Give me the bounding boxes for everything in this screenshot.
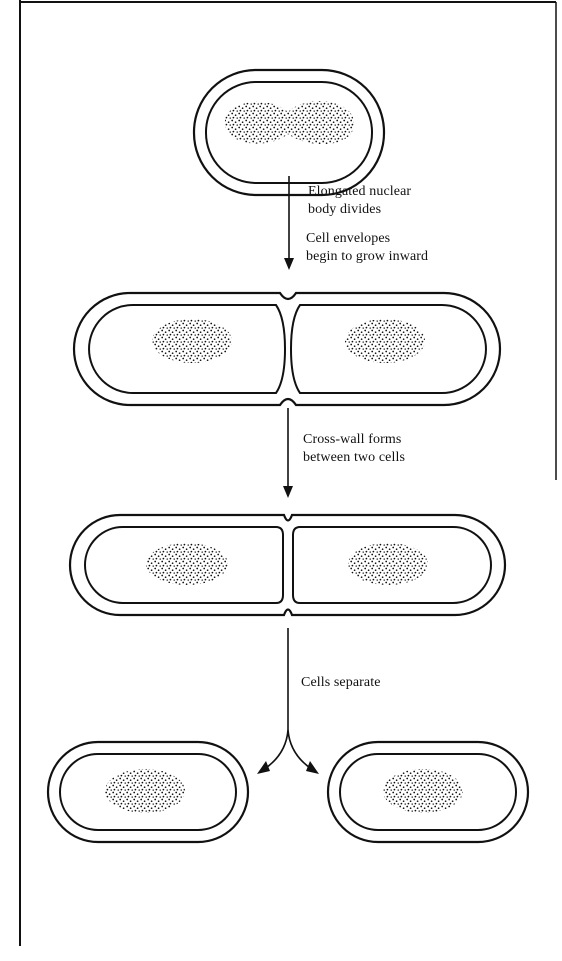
step-3-caption-line-2: between two cells xyxy=(303,449,405,467)
step-2-caption-line-1: Cell envelopes xyxy=(306,230,428,248)
stage-4-right-nucleus xyxy=(383,769,463,813)
step-2-caption-line-2: begin to grow inward xyxy=(306,248,428,266)
stage-2-cell xyxy=(74,293,500,405)
step-3-caption-line-1: Cross-wall forms xyxy=(303,431,405,449)
stage-3-left-nucleus xyxy=(146,543,228,585)
stage-3-cells xyxy=(70,515,505,615)
step-1-caption-line-1: Elongated nuclear xyxy=(308,183,411,201)
arrow-3-split xyxy=(257,628,319,774)
stage-1-nuclear-body xyxy=(225,101,354,144)
stage-4-right-cell xyxy=(328,742,528,842)
arrow-1 xyxy=(284,176,294,270)
stage-4-left-nucleus xyxy=(105,769,185,813)
step-1-caption: Elongated nuclear body divides xyxy=(308,183,411,219)
stage-3-right-nucleus xyxy=(348,543,428,585)
stage-2-left-nucleus xyxy=(152,319,232,363)
step-2-caption: Cell envelopes begin to grow inward xyxy=(306,230,428,266)
stage-2-outer-envelope xyxy=(74,293,500,405)
step-1-caption-line-2: body divides xyxy=(308,201,411,219)
stage-4-left-cell xyxy=(48,742,248,842)
arrow-2 xyxy=(283,408,293,498)
stage-3-outer-envelope xyxy=(70,515,505,615)
step-4-caption-line-1: Cells separate xyxy=(301,674,381,692)
step-4-caption: Cells separate xyxy=(301,674,381,692)
step-3-caption: Cross-wall forms between two cells xyxy=(303,431,405,467)
stage-2-right-nucleus xyxy=(345,319,425,363)
